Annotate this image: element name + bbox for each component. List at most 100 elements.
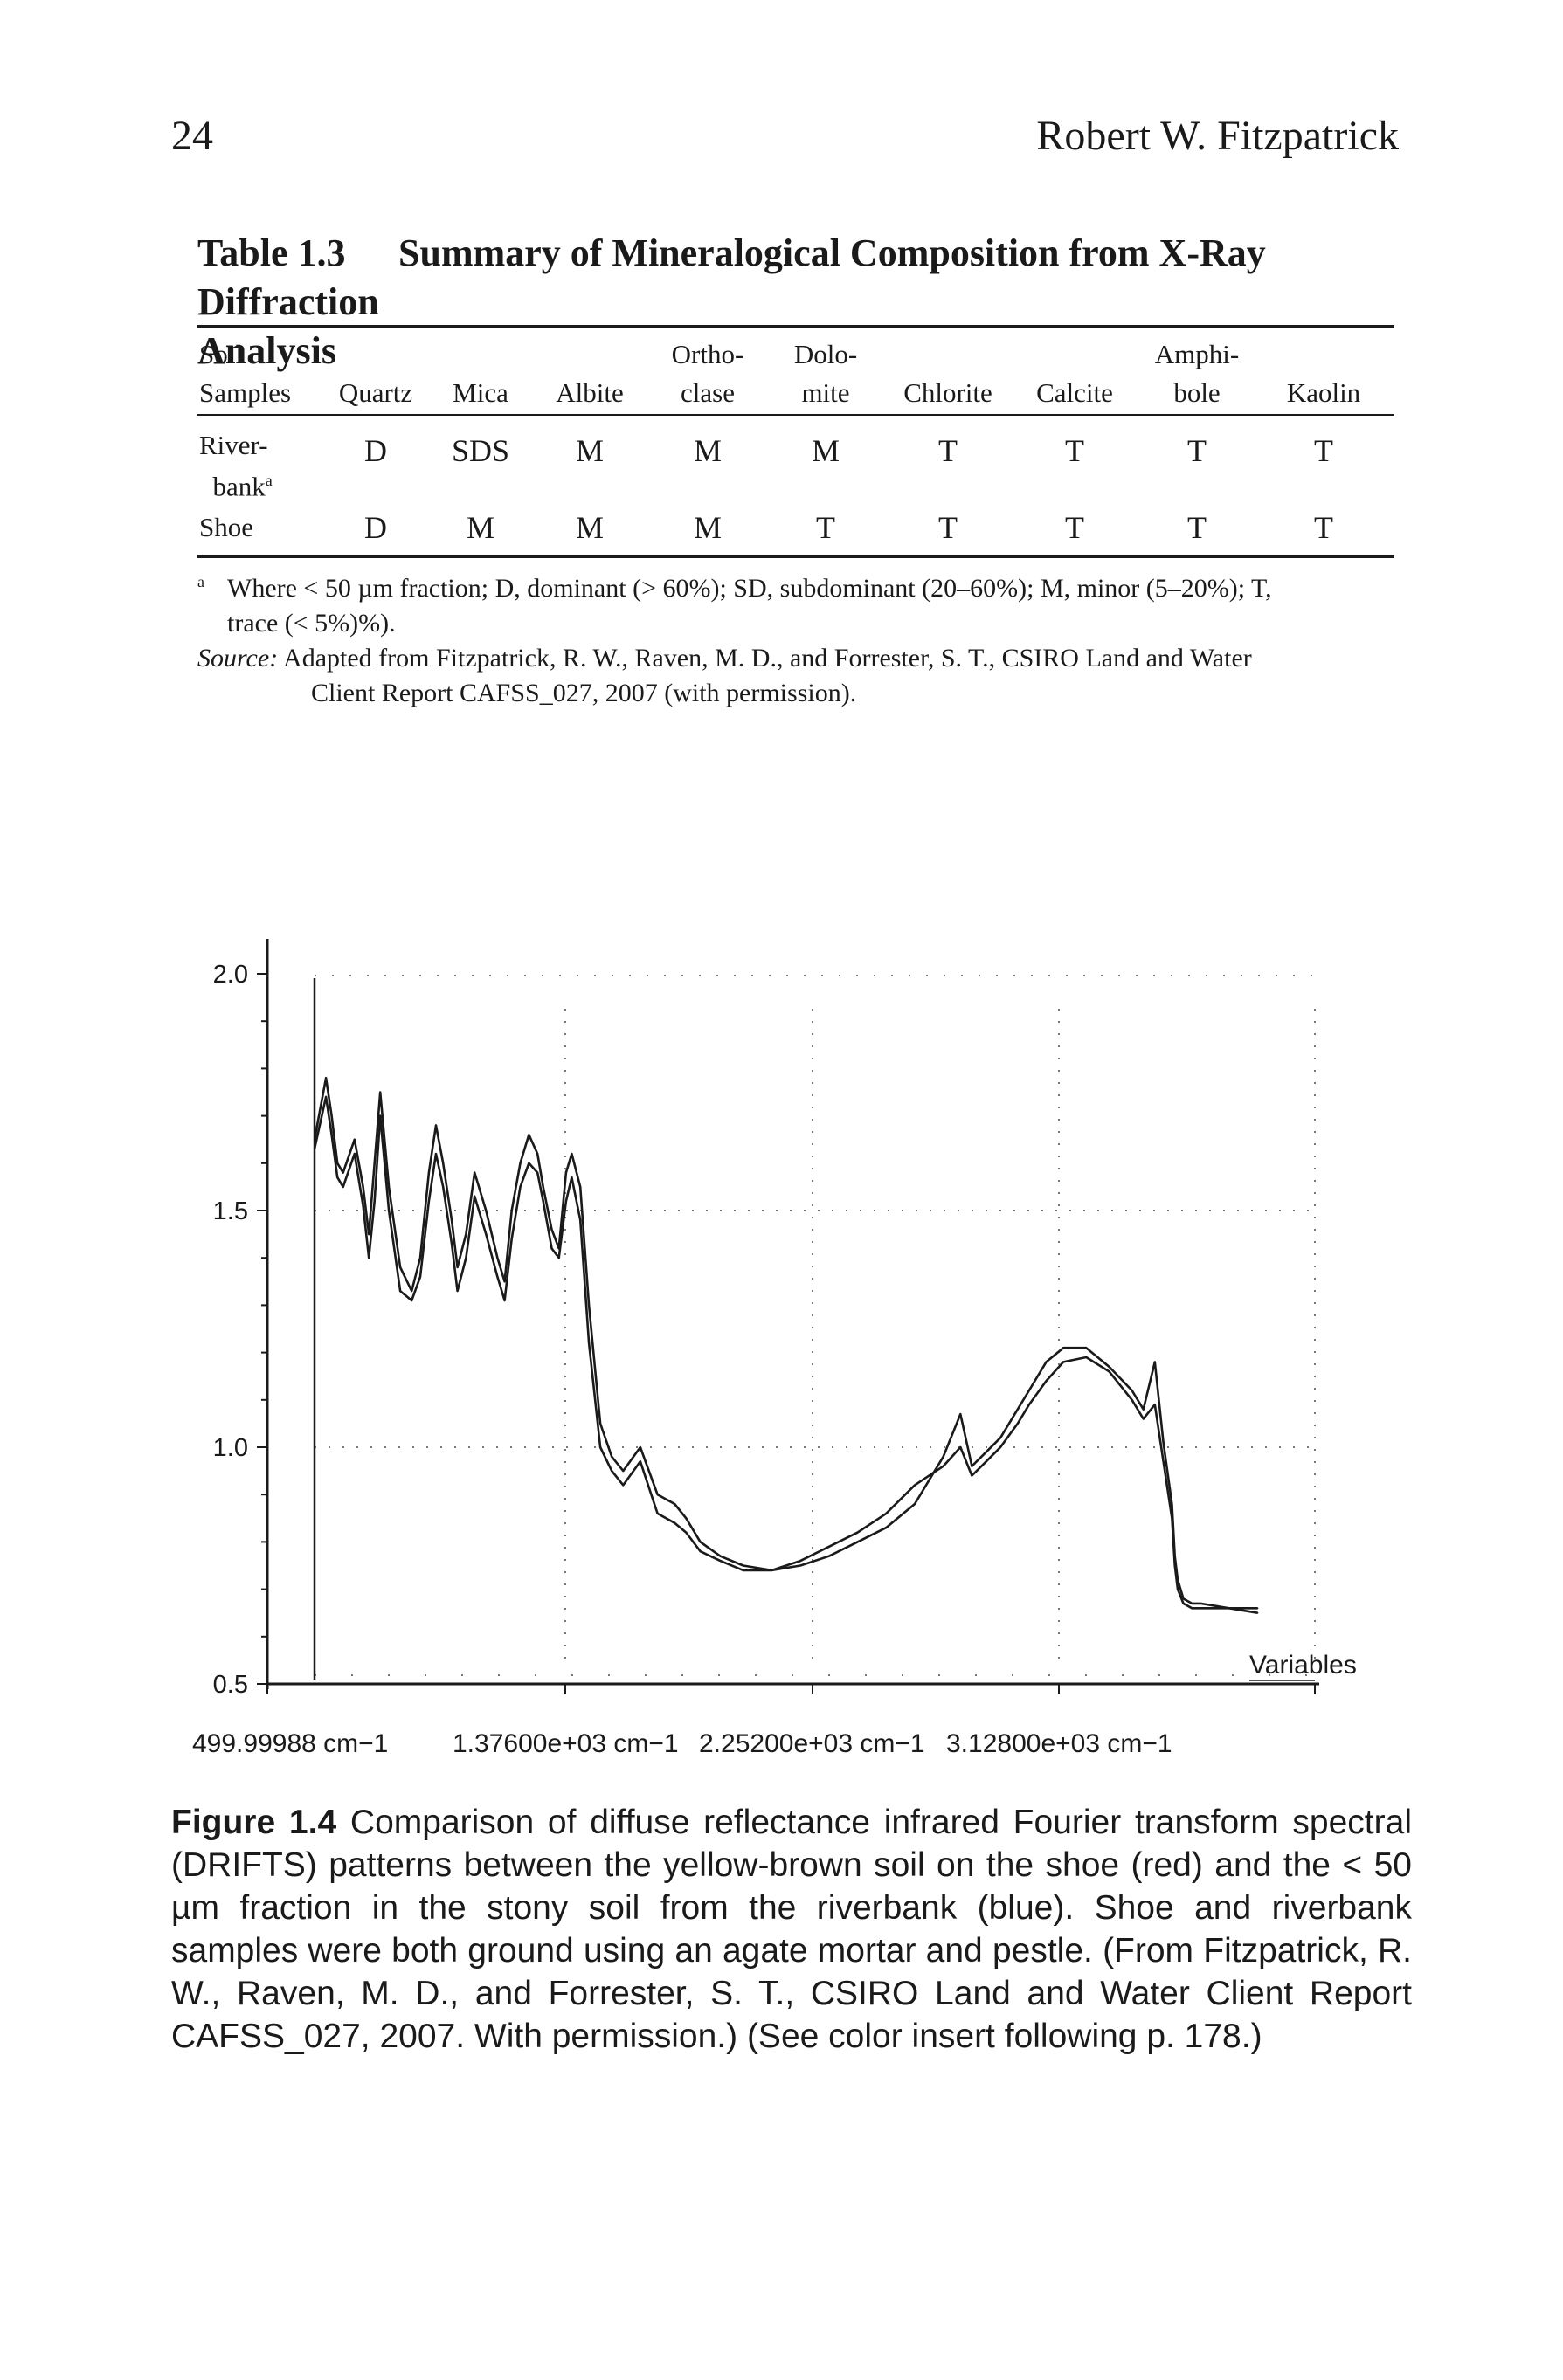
data-point [986, 1460, 987, 1463]
data-point [1256, 1607, 1259, 1610]
data-point [1028, 1390, 1030, 1391]
data-point [942, 1465, 944, 1467]
data-point [399, 1266, 401, 1268]
data-point [510, 1238, 513, 1240]
data-point [685, 1517, 688, 1520]
data-point [362, 1204, 364, 1207]
data-point [379, 1114, 382, 1117]
data-point [388, 1186, 390, 1188]
data-point [1191, 1603, 1193, 1604]
data-point [428, 1200, 430, 1202]
data-point [565, 1171, 567, 1174]
data-point [325, 1096, 327, 1098]
data-point [536, 1153, 538, 1155]
data-point [599, 1423, 601, 1425]
col-header-dolomite: Dolo-mite [793, 339, 858, 408]
data-point [1171, 1517, 1173, 1520]
col-header-calcite: Calcite [1036, 377, 1113, 408]
data-point [1085, 1356, 1088, 1358]
data-point [571, 1176, 573, 1178]
data-point [942, 1456, 944, 1458]
data-point [959, 1446, 962, 1448]
data-point [1177, 1588, 1179, 1590]
data-point [510, 1210, 513, 1211]
data-point [1045, 1380, 1048, 1382]
data-point [496, 1257, 499, 1259]
col-header-kaolin: Kaolin [1286, 377, 1361, 408]
data-point [856, 1541, 859, 1543]
x-tick-label: 499.99988 cm−1 [192, 1729, 388, 1758]
data-point [885, 1513, 888, 1514]
data-point [611, 1456, 612, 1458]
data-point [342, 1186, 344, 1188]
data-point [588, 1342, 590, 1344]
series-line-1 [313, 1076, 1258, 1614]
data-point [485, 1210, 488, 1211]
table-cell: T [816, 510, 835, 545]
data-point [419, 1257, 421, 1259]
data-point [622, 1470, 625, 1472]
data-point [465, 1233, 467, 1235]
data-point [1200, 1603, 1201, 1604]
table-cell: T [938, 433, 958, 468]
data-point [611, 1470, 612, 1472]
data-point [1182, 1603, 1185, 1604]
data-point [914, 1484, 916, 1487]
data-point [1085, 1347, 1088, 1349]
data-point [771, 1569, 773, 1571]
data-point [474, 1171, 475, 1174]
x-tick-label: 1.37600e+03 cm−1 [453, 1729, 679, 1758]
data-point [542, 1200, 544, 1202]
data-point [971, 1474, 973, 1477]
row-label-shoe: Shoe [199, 512, 253, 542]
data-point [503, 1300, 506, 1301]
table-cell: T [1187, 510, 1207, 545]
data-point [571, 1153, 573, 1155]
data-point [1062, 1347, 1064, 1349]
col-header-orthoclase: Ortho-clase [671, 339, 744, 408]
data-point [373, 1200, 376, 1202]
x-tick-label: 3.12800e+03 cm−1 [946, 1729, 1172, 1758]
data-point [442, 1162, 445, 1164]
data-point [1131, 1399, 1133, 1401]
table-cell: M [575, 433, 604, 468]
data-point [354, 1138, 356, 1141]
data-point [986, 1451, 987, 1453]
data-point [528, 1134, 530, 1136]
data-point [368, 1233, 370, 1235]
data-point [674, 1521, 675, 1524]
data-point [828, 1546, 830, 1548]
data-point [373, 1162, 376, 1164]
data-point [1154, 1361, 1156, 1363]
data-point [519, 1186, 522, 1188]
data-point [742, 1564, 744, 1567]
data-point [1108, 1366, 1110, 1368]
figure-label: Figure 1.4 [171, 1804, 337, 1841]
data-point [1017, 1408, 1019, 1411]
table-source: Source: Adapted from Fitzpatrick, R. W.,… [197, 644, 1252, 707]
data-point [656, 1513, 659, 1514]
data-point [1062, 1361, 1064, 1363]
col-header-amphibole: Amphi-bole [1154, 339, 1240, 408]
data-point [442, 1186, 445, 1188]
table-header-rule [197, 414, 1394, 416]
data-point [579, 1186, 581, 1188]
data-point [1154, 1404, 1156, 1405]
y-tick-label: 1.0 [213, 1434, 248, 1462]
row-label-riverbank: River- banka [199, 430, 273, 502]
data-point [1045, 1361, 1048, 1363]
data-point [1200, 1607, 1201, 1610]
data-point [799, 1564, 801, 1567]
table-cell: M [575, 510, 604, 545]
data-point [1173, 1564, 1176, 1567]
data-point [1182, 1597, 1185, 1600]
data-point [336, 1162, 339, 1164]
data-point [622, 1484, 625, 1487]
data-point [579, 1219, 581, 1221]
col-header-chlorite: Chlorite [903, 377, 992, 408]
data-point [799, 1560, 801, 1562]
table-label: Table 1.3 [197, 231, 346, 274]
